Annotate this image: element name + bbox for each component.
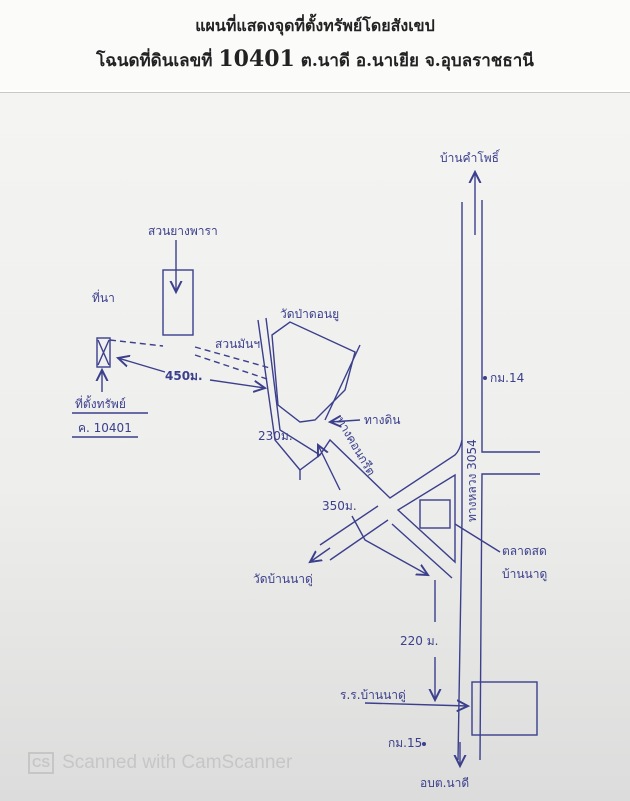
market-pointer [454, 523, 501, 553]
property-label: ที่ตั้งทรัพย์ [75, 395, 126, 411]
highway-label: ทางหลวง 3054 [465, 439, 479, 522]
distance-230-label: 230ม. [258, 429, 293, 443]
deed-prefix: โฉนดที่ดินเลขที่ [96, 51, 213, 71]
deed-number: 10401 [218, 46, 295, 72]
north-destination-label: บ้านคำโพธิ์ [440, 149, 501, 165]
distance-220-label: 220 ม. [400, 634, 438, 648]
temple-forest-label: วัดป่าดอนยู [280, 307, 339, 322]
temple-forest-area [271, 321, 356, 423]
camscanner-logo-icon: CS [28, 752, 55, 774]
deed-line: โฉนดที่ดินเลขที่ 10401 ต.นาดี อ.นาเยีย จ… [0, 46, 630, 74]
property-plot [96, 337, 111, 368]
distance-450-right-arrow [209, 379, 265, 388]
highway-3054 [457, 200, 540, 761]
temple-side-road [324, 344, 361, 421]
access-path-upper [109, 339, 271, 369]
rubber-plantation-plot [162, 269, 194, 336]
km15-label: กม.15 [388, 736, 422, 750]
scanned-paper [0, 92, 630, 801]
south-destination-label: อบต.นาดี [420, 776, 469, 790]
km14-marker-icon [483, 376, 487, 380]
dirt-road-label: ทางดิน [364, 413, 401, 427]
distance-350-pointer [351, 515, 428, 575]
market-building [419, 499, 451, 529]
document-header: แผนที่แสดงจุดที่ตั้งทรัพย์โดยสังเขป โฉนด… [0, 0, 630, 90]
property-x-mark-icon [97, 339, 110, 366]
rubber-plantation-label: สวนยางพารา [148, 224, 218, 238]
access-path-lower [194, 354, 271, 381]
deed-location: ต.นาดี อ.นาเยีย จ.อุบลราชธานี [300, 51, 534, 71]
school-pointer [364, 703, 468, 706]
village-temple-label: วัดบ้านนาดู่ [253, 572, 313, 587]
watermark-text: Scanned with CamScanner [62, 752, 293, 773]
school-building [471, 681, 538, 736]
distance-450-left-arrow [118, 358, 166, 373]
deed-map-label: ค. 10401 [78, 421, 132, 435]
distance-450-label: 450ม. [165, 369, 203, 383]
dirt-road-pointer [330, 420, 361, 422]
market-label-line1: ตลาดสด [502, 544, 547, 558]
market-label-line2: บ้านนาดู [502, 567, 547, 582]
km15-marker-icon [422, 742, 426, 746]
village-temple-arrow [310, 547, 331, 562]
camscanner-watermark: CS Scanned with CamScanner [28, 752, 292, 774]
map-title: แผนที่แสดงจุดที่ตั้งทรัพย์โดยสังเขป [195, 16, 435, 35]
km14-label: กม.14 [490, 371, 524, 385]
paddy-label: ที่นา [92, 289, 115, 305]
distance-350-label: 350ม. [322, 499, 357, 513]
cassava-label: สวนมันฯ [215, 337, 260, 351]
distance-350-arrow [318, 445, 341, 491]
school-label: ร.ร.บ้านนาดู่ [340, 688, 406, 703]
